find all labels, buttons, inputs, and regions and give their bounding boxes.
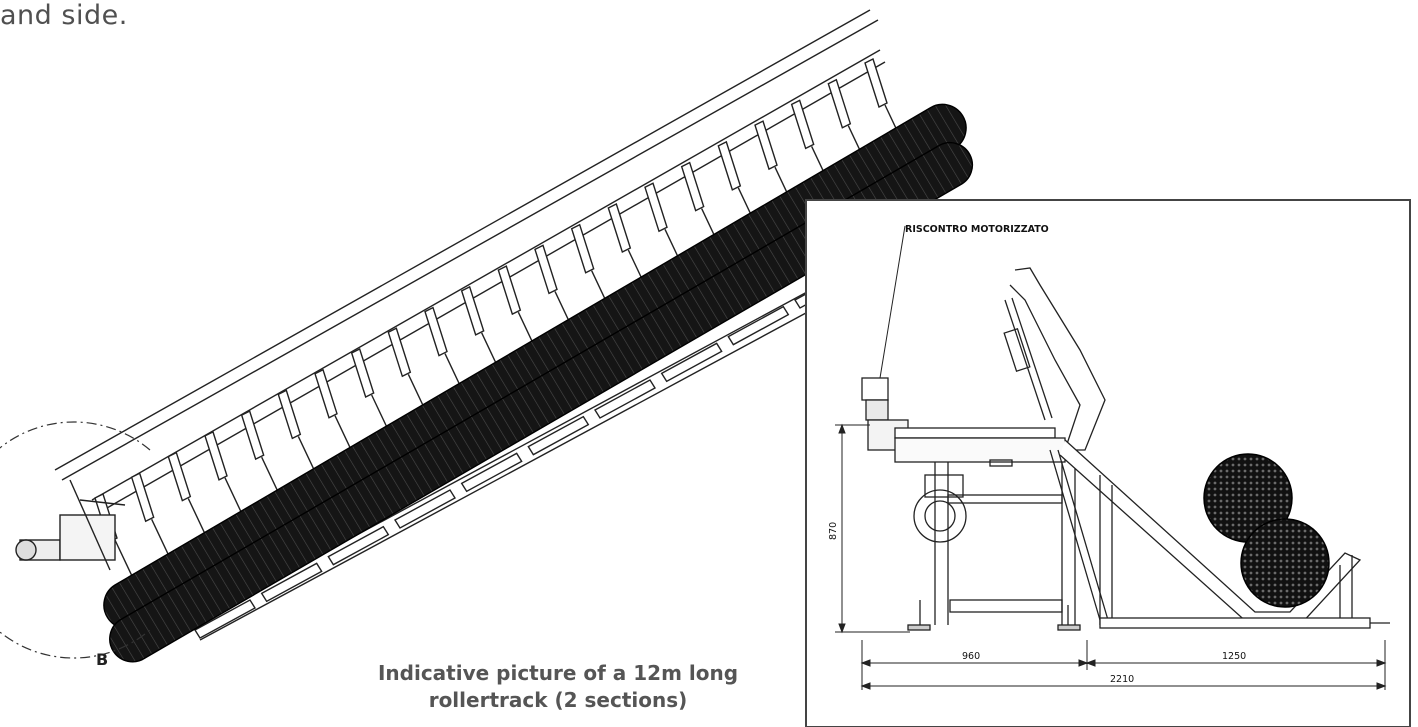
rail-plate bbox=[680, 161, 705, 212]
rail-plate bbox=[130, 472, 155, 523]
dimension-left-width: 960 bbox=[962, 651, 980, 662]
rail-plate bbox=[167, 451, 192, 502]
rail-plate bbox=[460, 285, 485, 336]
support-foot bbox=[527, 415, 590, 456]
dimension-total-width: 2210 bbox=[1110, 674, 1134, 685]
figure-caption: Indicative picture of a 12m long rollert… bbox=[328, 660, 788, 714]
support-foot bbox=[660, 342, 723, 383]
dimension-height: 870 bbox=[828, 522, 839, 540]
detail-label: B bbox=[96, 650, 108, 669]
side-view-frame bbox=[805, 199, 1411, 727]
log-rollers bbox=[103, 103, 974, 663]
rail-plate bbox=[607, 203, 632, 253]
rail-plate bbox=[534, 244, 558, 295]
rail-plate bbox=[570, 223, 595, 274]
support-foot bbox=[327, 525, 390, 566]
isometric-rollertrack-drawing bbox=[0, 9, 974, 663]
rail-plate bbox=[240, 410, 265, 461]
callout-leader bbox=[879, 225, 906, 379]
support-foot bbox=[194, 599, 256, 639]
rail-plate bbox=[754, 120, 778, 171]
support-foot bbox=[460, 452, 523, 493]
support-foot bbox=[394, 489, 456, 529]
detail-circle bbox=[0, 421, 151, 659]
callout-label: RISCONTRO MOTORIZZATO bbox=[905, 224, 1049, 235]
rail-plate bbox=[387, 327, 412, 378]
intro-text: and side. bbox=[0, 0, 128, 31]
machine-table bbox=[894, 427, 1076, 625]
caption-line-1: Indicative picture of a 12m long bbox=[377, 661, 739, 685]
support-foot bbox=[260, 562, 323, 603]
rail-plates bbox=[94, 58, 911, 594]
rail-plate bbox=[827, 78, 852, 129]
rail-plate bbox=[497, 265, 522, 316]
dimension-right-width: 1250 bbox=[1222, 651, 1246, 662]
caption-line-2: rollertrack (2 sections) bbox=[428, 688, 688, 712]
base-rail bbox=[1099, 617, 1390, 629]
rail-plate bbox=[717, 140, 742, 191]
log-bale-lower bbox=[1240, 518, 1330, 608]
rail-plate bbox=[314, 368, 338, 419]
top-rail bbox=[54, 9, 886, 513]
rail-plate bbox=[424, 306, 448, 357]
support-foot bbox=[594, 379, 656, 419]
tilting-arm bbox=[1003, 267, 1109, 621]
rail-plate bbox=[204, 430, 228, 481]
support-foot bbox=[727, 305, 790, 346]
dimension-lines bbox=[835, 423, 1387, 690]
rail-plate bbox=[644, 182, 668, 233]
machine-feet bbox=[907, 600, 1081, 631]
rail-plate bbox=[790, 99, 815, 150]
rail-plate bbox=[277, 389, 302, 440]
side-view-panel: RISCONTRO MOTORIZZATO bbox=[805, 199, 1411, 727]
rail-plate bbox=[350, 348, 375, 398]
motor-end-assembly bbox=[15, 479, 126, 571]
rail-plate bbox=[864, 58, 888, 108]
